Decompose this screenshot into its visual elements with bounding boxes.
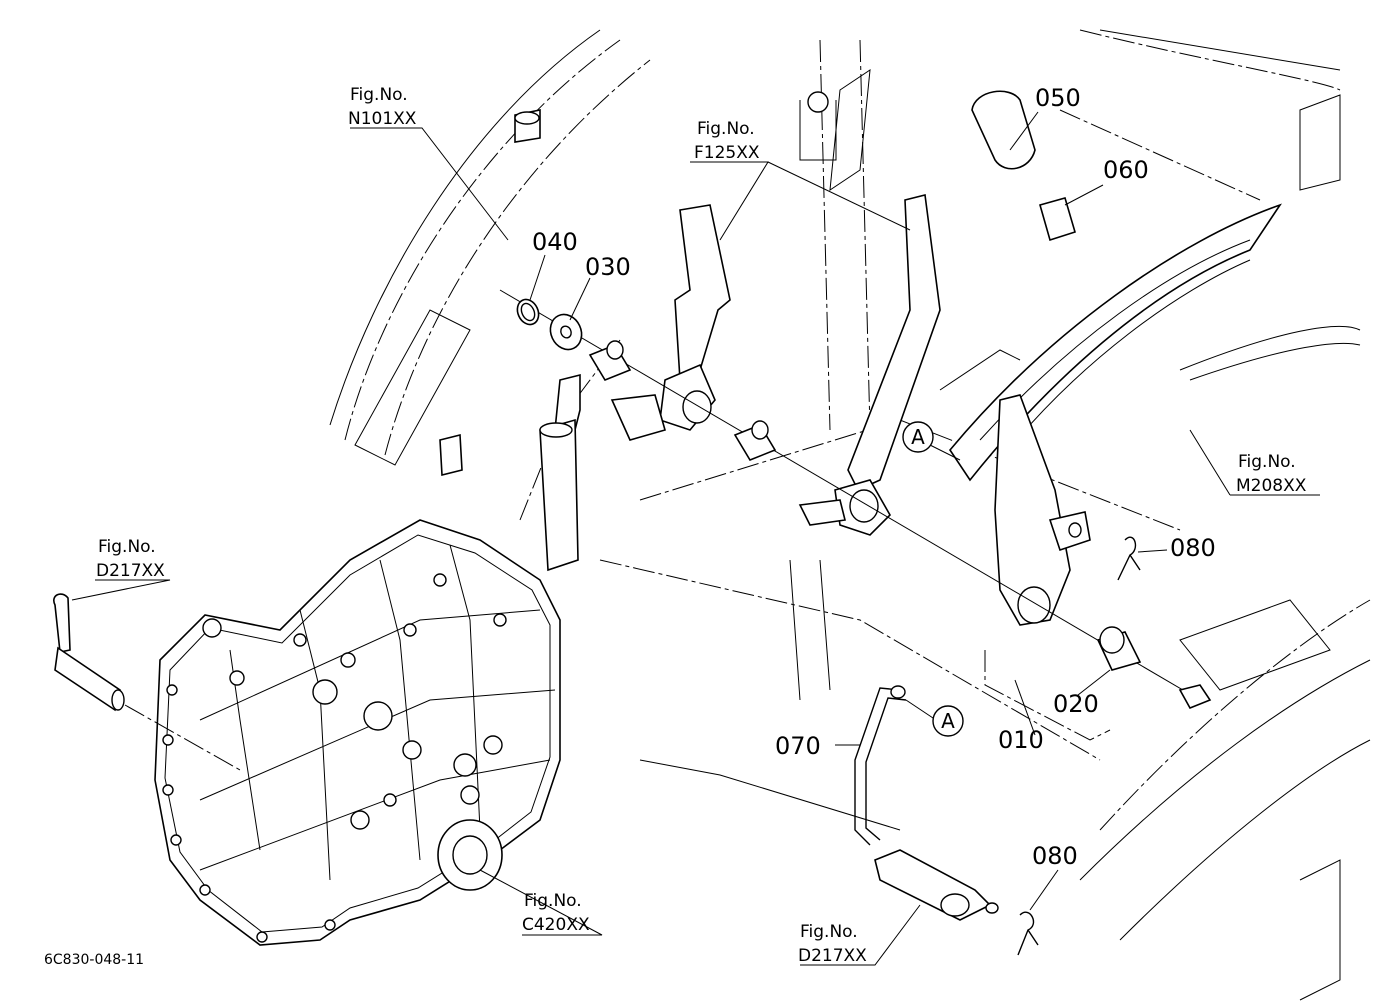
figure-ref-f125: Fig.No. F125XX: [694, 119, 760, 163]
figure-ref-f125-code: F125XX: [694, 143, 760, 163]
callout-a-lower: A: [932, 705, 964, 737]
bushing-020: [1096, 626, 1142, 671]
part-number-030: 030: [585, 253, 631, 281]
washer-030: [549, 313, 583, 351]
rear-fender-right: [1079, 325, 1371, 1001]
bushing-upper: [588, 340, 632, 381]
part-number-080-top: 080: [1170, 534, 1216, 562]
figure-ref-n101-prefix: Fig.No.: [350, 85, 408, 105]
part-number-050: 050: [1035, 84, 1081, 112]
snap-pin-top: [1117, 536, 1141, 581]
figure-ref-n101-code: N101XX: [348, 109, 417, 129]
shift-lever-right: [798, 194, 941, 536]
callout-a-upper-label: A: [911, 425, 925, 449]
transmission-case: [154, 519, 561, 946]
figure-ref-m208-prefix: Fig.No.: [1238, 452, 1296, 472]
pin-060: [1039, 197, 1076, 242]
part-number-060: 060: [1103, 156, 1149, 184]
shaft-end-right: [1178, 684, 1212, 710]
bushing-middle: [733, 420, 777, 461]
support-post: [439, 109, 581, 572]
figure-ref-d217-left-prefix: Fig.No.: [98, 537, 156, 557]
figure-ref-c420-prefix: Fig.No.: [524, 891, 582, 911]
figure-ref-c420: Fig.No. C420XX: [522, 891, 590, 935]
snap-pin-bottom: [1017, 911, 1039, 956]
fender-outline: [329, 29, 1341, 466]
part-number-040: 040: [532, 228, 578, 256]
rod-left: [53, 593, 241, 771]
part-number-010: 010: [998, 726, 1044, 754]
part-number-020: 020: [1053, 690, 1099, 718]
knob-050: [971, 90, 1036, 170]
figure-ref-d217-bottom: Fig.No. D217XX: [798, 922, 867, 966]
figure-ref-d217-bottom-code: D217XX: [798, 946, 867, 966]
leader-lines: [71, 111, 1320, 966]
shift-rod-070: [854, 685, 999, 921]
figure-ref-f125-prefix: Fig.No.: [697, 119, 755, 139]
part-number-070: 070: [775, 732, 821, 760]
figure-ref-m208-code: M208XX: [1236, 476, 1307, 496]
shift-lever-left: [610, 204, 731, 441]
figure-ref-d217-bottom-prefix: Fig.No.: [800, 922, 858, 942]
figure-ref-d217-left: Fig.No. D217XX: [96, 537, 165, 581]
figure-ref-d217-left-code: D217XX: [96, 561, 165, 581]
lever-assembly-010: [984, 394, 1111, 741]
figure-ref-c420-code: C420XX: [522, 915, 590, 935]
o-ring-040: [516, 298, 540, 326]
shift-guide-plate: [939, 203, 1282, 482]
drawing-code: 6C830-048-11: [44, 952, 144, 968]
callout-a-lower-label: A: [941, 709, 955, 733]
part-number-080-bottom: 080: [1032, 842, 1078, 870]
figure-ref-n101: Fig.No. N101XX: [348, 85, 417, 129]
figure-ref-m208: Fig.No. M208XX: [1236, 452, 1307, 496]
callout-a-upper: A: [902, 421, 934, 453]
